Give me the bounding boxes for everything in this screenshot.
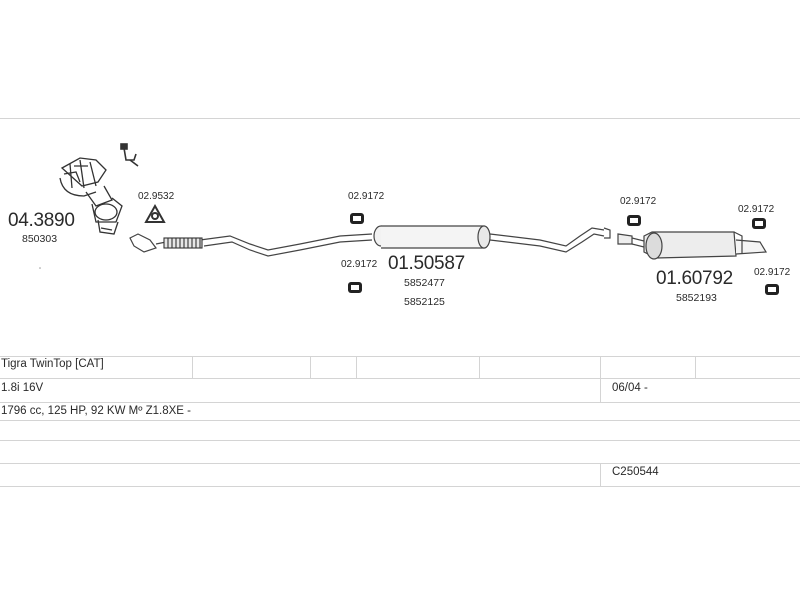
vehicle-model: Tigra TwinTop [CAT] [1, 358, 104, 370]
silencer-icon [617, 231, 768, 260]
rubber-hanger-icon [348, 213, 779, 295]
front-pipe [129, 233, 373, 257]
vehicle-code: C250544 [612, 466, 659, 478]
diagram-top-border [0, 118, 800, 119]
oem-number-centre-2: 5852125 [404, 296, 445, 308]
part-number-hanger-mid-bottom: 02.9172 [341, 259, 378, 270]
oem-number-manifold: 850303 [22, 233, 58, 245]
manifold-catalyst-icon [59, 157, 123, 235]
vehicle-engine: 1796 cc, 125 HP, 92 KW Mº Z1.8XE - [1, 405, 191, 417]
part-number-hanger-rear-left: 02.9172 [620, 196, 657, 207]
part-number-centre-silencer: 01.50587 [388, 253, 465, 274]
part-number-rear-silencer: 01.60792 [656, 268, 733, 289]
gasket-icon [144, 203, 166, 223]
oem-number-rear: 5852193 [676, 292, 717, 304]
flex-pipe-icon [163, 237, 203, 249]
part-number-manifold: 04.3890 [8, 210, 75, 231]
bracket-icon [120, 143, 139, 167]
vehicle-variant: 1.8i 16V [1, 382, 44, 394]
part-number-hanger-mid-top: 02.9172 [348, 191, 385, 202]
vehicle-date: 06/04 - [612, 382, 648, 394]
oem-number-centre-1: 5852477 [404, 277, 445, 289]
part-number-hanger-rear-right-top: 02.9172 [738, 204, 775, 215]
part-number-gasket: 02.9532 [138, 191, 175, 202]
centre-silencer-icon [373, 225, 611, 253]
part-number-hanger-rear-right-bottom: 02.9172 [754, 267, 791, 278]
